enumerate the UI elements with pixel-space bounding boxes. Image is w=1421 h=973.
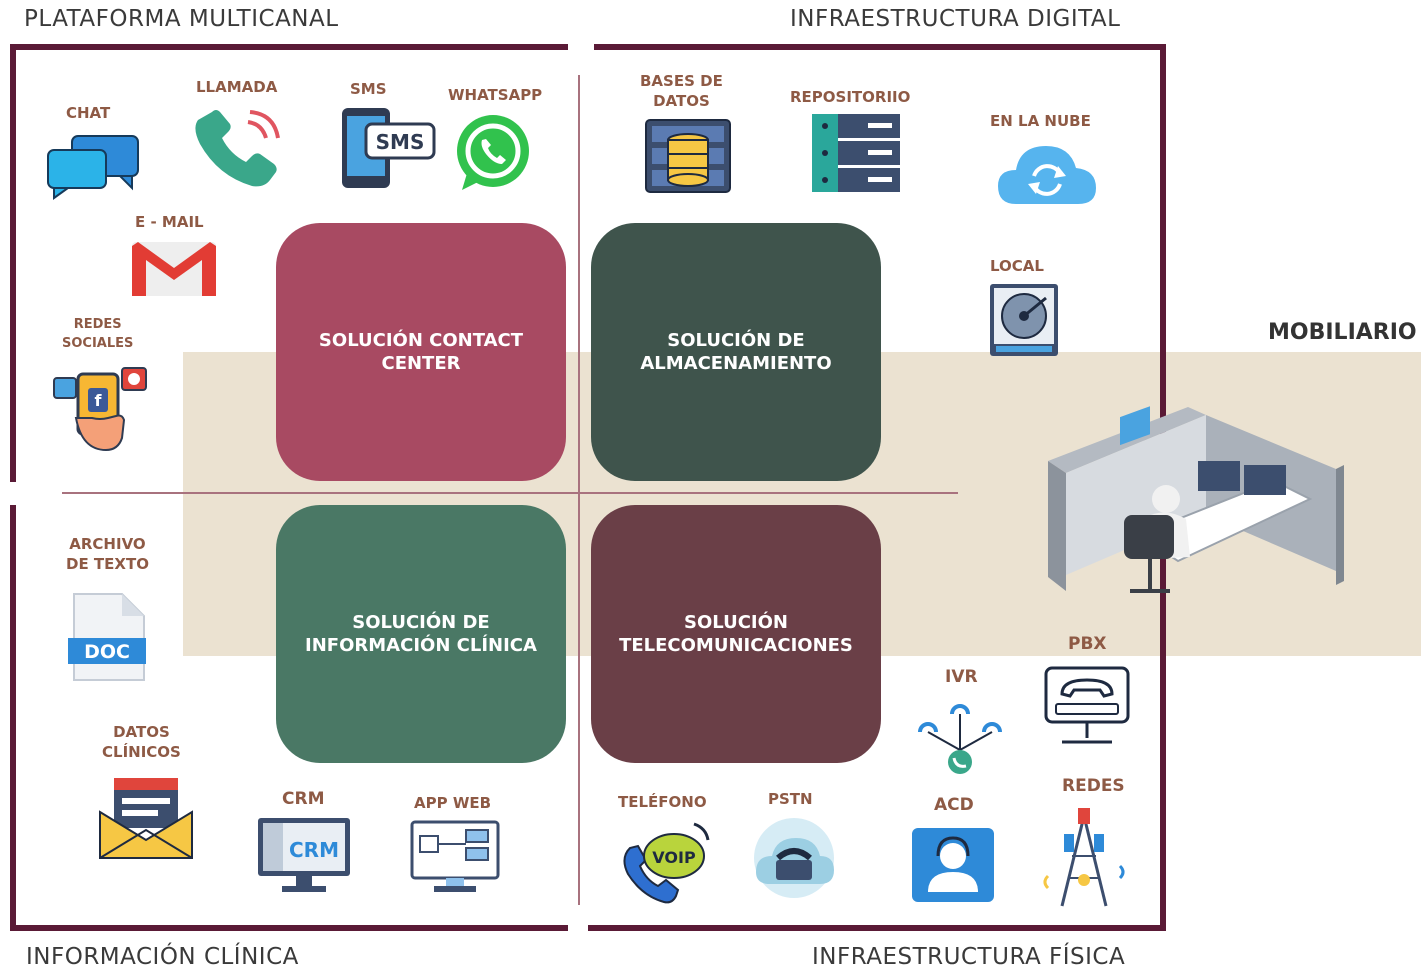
- acd-agent-icon: [910, 826, 996, 904]
- doc-icon-text: DOC: [84, 641, 130, 663]
- phone-call-icon: [190, 110, 286, 190]
- mobiliario-label: MOBILIARIO: [1268, 320, 1417, 345]
- telecomunicaciones-label: SOLUCIÓN TELECOMUNICACIONES: [619, 612, 853, 656]
- app-web-label: APP WEB: [414, 794, 492, 812]
- vertical-divider: [578, 75, 580, 905]
- archivo-texto-label: ARCHIVO DE TEXTO: [66, 535, 149, 573]
- network-tower-icon: [1038, 806, 1130, 908]
- ivr-network-icon: [910, 694, 1010, 778]
- email-label: E - MAIL: [135, 213, 204, 231]
- frame-top-right: [594, 44, 1166, 50]
- redes-sociales-label: REDES SOCIALES: [62, 317, 134, 351]
- doc-file-icon: DOC: [66, 592, 146, 682]
- voip-icon-text: VOIP: [652, 848, 696, 867]
- contact-center-label: SOLUCIÓN CONTACT CENTER: [318, 330, 524, 374]
- informacion-clinica-title: INFORMACIÓN CLÍNICA: [26, 944, 299, 970]
- infraestructura-fisica-title: INFRAESTRUCTURA FÍSICA: [812, 944, 1126, 970]
- frame-bottom-left: [10, 925, 568, 931]
- office-cubicle-icon: [1038, 395, 1350, 607]
- plataforma-multicanal-title: PLATAFORMA MULTICANAL: [24, 6, 339, 32]
- pstn-cloud-phone-icon: [746, 814, 842, 898]
- redes-label: REDES: [1062, 776, 1125, 796]
- sms-icon-text: SMS: [376, 130, 425, 154]
- chat-label: CHAT: [66, 104, 111, 122]
- crm-icon-text: CRM: [289, 838, 339, 862]
- telecomunicaciones-solution: SOLUCIÓN TELECOMUNICACIONES: [591, 505, 881, 763]
- ivr-label: IVR: [945, 667, 978, 687]
- pstn-label: PSTN: [768, 790, 813, 808]
- almacenamiento-solution: SOLUCIÓN DE ALMACENAMIENTO: [591, 223, 881, 481]
- frame-bottom-right: [588, 925, 1166, 931]
- frame-left-lower: [10, 505, 16, 931]
- cloud-sync-icon: [996, 140, 1098, 206]
- pbx-label: PBX: [1068, 634, 1107, 654]
- facebook-icon-text: f: [95, 391, 103, 410]
- social-media-hand-icon: f: [52, 366, 148, 452]
- local-hard-drive-icon: [988, 282, 1060, 358]
- whatsapp-label: WHATSAPP: [448, 86, 543, 104]
- database-server-icon: [644, 118, 732, 194]
- local-label: LOCAL: [990, 257, 1044, 275]
- horizontal-divider: [62, 492, 958, 494]
- informacion-clinica-label: SOLUCIÓN DE INFORMACIÓN CLÍNICA: [305, 612, 537, 656]
- acd-label: ACD: [934, 795, 974, 815]
- gmail-icon: [130, 240, 218, 298]
- crm-label: CRM: [282, 789, 325, 809]
- web-app-monitor-icon: [410, 820, 500, 894]
- frame-top-left: [10, 44, 568, 50]
- infraestructura-digital-title: INFRAESTRUCTURA DIGITAL: [790, 6, 1121, 32]
- telefono-label: TELÉFONO: [618, 793, 707, 811]
- clinical-data-envelope-icon: [98, 776, 194, 860]
- repository-server-icon: [810, 112, 902, 194]
- almacenamiento-label: SOLUCIÓN DE ALMACENAMIENTO: [640, 330, 832, 374]
- voip-phone-icon: VOIP: [618, 818, 712, 904]
- chat-icon: [46, 134, 140, 200]
- pbx-phone-icon: [1042, 666, 1132, 748]
- datos-clinicos-label: DATOS CLÍNICOS: [102, 723, 181, 761]
- contact-center-solution: SOLUCIÓN CONTACT CENTER: [276, 223, 566, 481]
- sms-label: SMS: [350, 80, 387, 98]
- crm-monitor-icon: CRM: [256, 816, 352, 894]
- llamada-label: LLAMADA: [196, 78, 278, 96]
- bases-datos-label: BASES DE DATOS: [640, 72, 723, 110]
- informacion-clinica-solution: SOLUCIÓN DE INFORMACIÓN CLÍNICA: [276, 505, 566, 763]
- en-la-nube-label: EN LA NUBE: [990, 112, 1091, 130]
- repositorio-label: REPOSITORIIO: [790, 88, 911, 106]
- frame-left-upper: [10, 44, 16, 482]
- sms-phone-icon: SMS: [340, 106, 436, 190]
- whatsapp-icon: [452, 112, 534, 194]
